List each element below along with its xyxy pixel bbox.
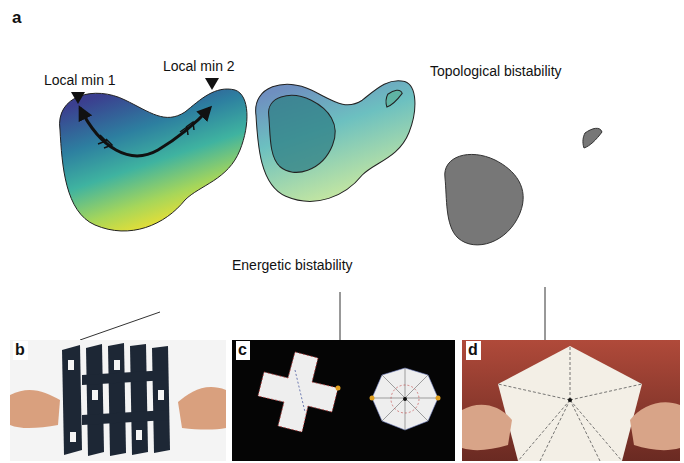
minimum-label: Local min 1 [44, 72, 116, 88]
ellipse-outline [10, 4, 444, 316]
region-ellipse: Energetic bistability [10, 4, 444, 316]
photo-b [10, 340, 226, 461]
minimum-label: Local min 2 [163, 58, 235, 74]
topological-regions [445, 128, 602, 245]
photo-c [232, 340, 455, 461]
panel-letter: d [466, 341, 481, 360]
photo-d [462, 340, 680, 461]
leader-lines [80, 287, 545, 340]
region-label: Topological bistability [430, 63, 562, 80]
region-label: Energetic bistability [232, 257, 353, 274]
energy-landscape [60, 78, 247, 231]
region-ellipse-shape [231, 11, 679, 301]
overlap-landscape [256, 81, 415, 202]
panel-letter: b [13, 341, 28, 360]
panel-letter: a [12, 8, 21, 28]
panel-letter: c [236, 341, 250, 360]
region-ellipse-shape [11, 5, 443, 315]
